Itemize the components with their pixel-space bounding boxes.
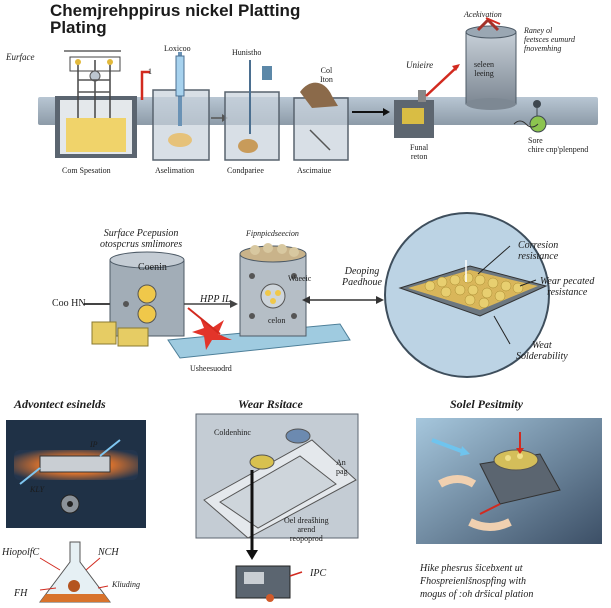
side-accessory — [513, 100, 547, 133]
label-hike: Hike phesrus šicebxent ut Fhospreienlšno… — [420, 563, 534, 600]
page-title: Chemjrehppirus nickel Platting — [50, 1, 301, 20]
label-wear-pecated: Wear pecated resistance — [540, 276, 595, 298]
ipc-module — [235, 565, 303, 602]
red-connector-1 — [140, 70, 150, 100]
label-an-pag: An pag — [336, 458, 348, 476]
label-ipc: IPC — [310, 568, 327, 579]
svg-text:1: 1 — [148, 67, 152, 76]
red-flash — [192, 318, 232, 350]
label-raney: Raney ol feetsces eumurd fnovemhing — [524, 26, 576, 53]
label-ip: IP — [90, 440, 98, 449]
label-fh: FH — [14, 588, 28, 599]
tank-acclimation — [152, 52, 210, 161]
label-kliuding: Kliuding — [112, 580, 141, 589]
label-corrosion: Corresion resistance — [518, 240, 559, 262]
label-nch: NCH — [98, 547, 119, 558]
top-process-diagram: 1 — [38, 17, 598, 161]
step-label-3: Condpariee — [227, 166, 264, 175]
heading-advontect: Advontect esinelds — [14, 397, 106, 411]
zoom-circle — [384, 212, 550, 378]
heading-wear: Wear Rsitace — [238, 397, 303, 411]
label-coldenhinc: Coldenhinc — [214, 428, 251, 437]
step-label-4: Ascimaiue — [297, 166, 332, 175]
heading-solel: Solel Pesitmity — [450, 397, 523, 411]
tank-surface-prep — [55, 50, 137, 158]
fipnpi-tank — [239, 243, 307, 337]
tank-conditioning — [224, 60, 280, 161]
label-funal-reton: Funal reton — [410, 143, 429, 161]
label-coenin: Coenin — [138, 262, 167, 273]
label-lexicoo: Loxicoo — [164, 44, 191, 53]
label-fipnpi: Fipnpicdseecion — [246, 229, 299, 238]
flask — [39, 541, 111, 603]
label-celon: celon — [268, 316, 286, 325]
label-col-iton: Col Iton — [320, 66, 333, 84]
advantage-panel — [6, 420, 146, 528]
yellow-stands — [91, 321, 149, 347]
label-unieire: Unieire — [406, 60, 434, 70]
label-weat: Weat Solderability — [516, 340, 568, 362]
label-seleen-leeing: seleen leeing — [474, 60, 494, 78]
label-kly: KLY — [30, 485, 45, 494]
label-surface: Eurface — [6, 52, 35, 62]
label-waeeic: Waeeic — [288, 274, 312, 283]
arrow-accent — [485, 17, 501, 25]
tank-activation — [293, 82, 349, 161]
selection-cylinder — [465, 17, 517, 110]
label-coo-hn: Coo HN — [52, 298, 86, 309]
coenin-tank — [84, 251, 238, 337]
solel-panel — [416, 418, 602, 544]
step-label-1: Com Spesation — [62, 166, 111, 175]
label-hiopolfc: HiopolfC — [2, 547, 40, 558]
label-surface-prep: Surface Pcepusion otospcrus smlimores — [100, 228, 183, 250]
label-usheesuodrd: Usheesuodrd — [190, 364, 232, 373]
label-sore: Sore chire cnp'plenpend — [528, 136, 589, 154]
middle-process-diagram — [84, 212, 550, 378]
label-hunistho: Hunistho — [232, 48, 262, 57]
step-label-2: Aselimation — [155, 166, 195, 175]
bottom-diagrams — [6, 413, 602, 603]
wear-panel — [195, 413, 359, 560]
final-reactor — [394, 64, 460, 138]
label-acekivation: Acekivation — [464, 10, 502, 19]
label-deoping: Deoping Paedhoue — [342, 266, 382, 288]
page-subtitle: Plating — [50, 18, 107, 37]
label-hpp: HPP IL — [200, 294, 231, 305]
label-oel-drea: Oel dreašhing arend reopoprod — [284, 516, 329, 543]
